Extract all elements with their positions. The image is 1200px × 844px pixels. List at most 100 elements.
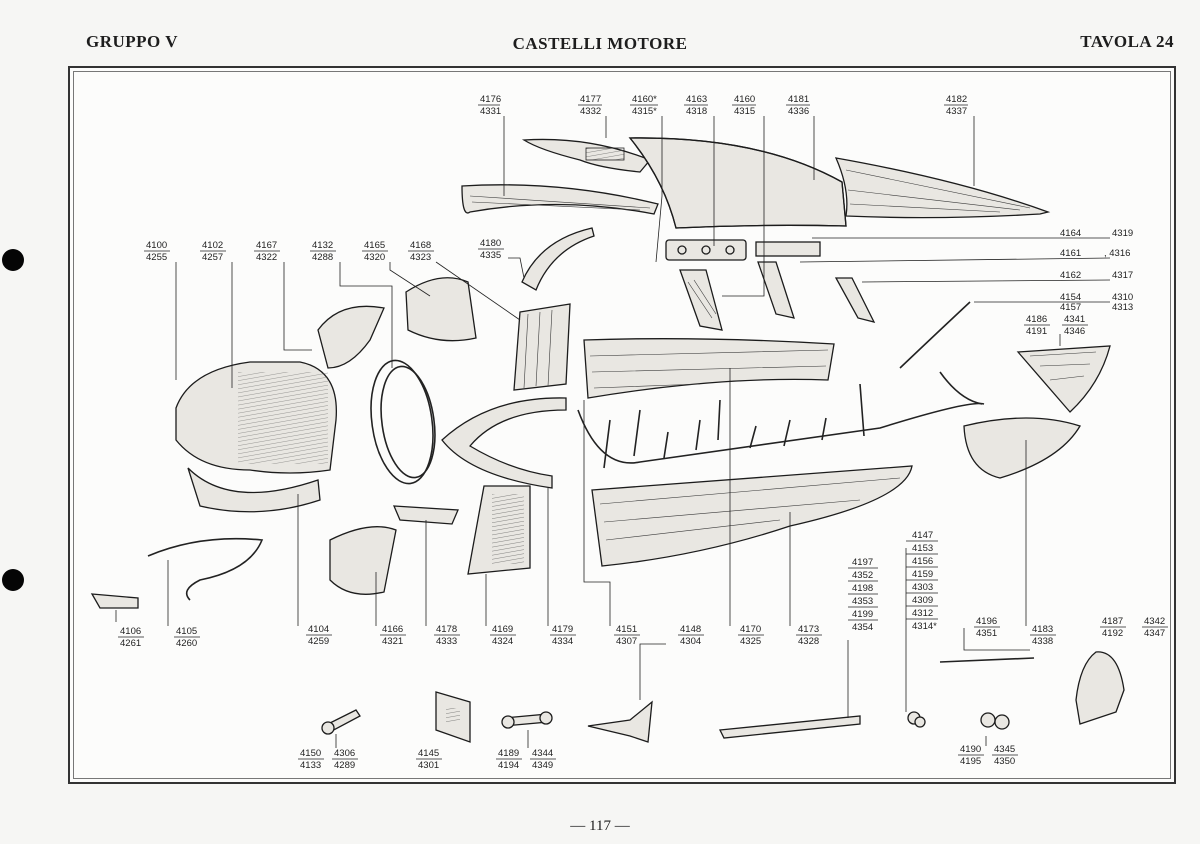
svg-text:4198: 4198 [852, 583, 873, 594]
stack-4197: 4197 4352 4198 4353 4199 4354 [848, 557, 878, 633]
upper-cowl-left [461, 184, 659, 215]
small-latch-4106 [90, 593, 139, 609]
svg-text:4153: 4153 [912, 543, 933, 554]
svg-text:4160*: 4160* [632, 94, 657, 105]
svg-text:4260: 4260 [176, 638, 197, 649]
svg-text:4352: 4352 [852, 570, 873, 581]
clip-4147 [907, 711, 926, 728]
svg-text:4186: 4186 [1026, 314, 1047, 325]
fastener-4150 [321, 709, 361, 735]
svg-text:4196: 4196 [976, 616, 997, 627]
svg-text:4255: 4255 [146, 252, 167, 263]
svg-text:4183: 4183 [1032, 624, 1053, 635]
svg-text:4347: 4347 [1144, 628, 1165, 639]
svg-text:4166: 4166 [382, 624, 403, 635]
svg-text:4192: 4192 [1102, 628, 1123, 639]
svg-text:4148: 4148 [680, 624, 701, 635]
svg-text:4306: 4306 [334, 748, 355, 759]
svg-text:4324: 4324 [492, 636, 513, 647]
svg-text:4331: 4331 [480, 106, 501, 117]
nose-ring-cowl [175, 361, 338, 513]
svg-text:4105: 4105 [176, 626, 197, 637]
svg-text:4169: 4169 [492, 624, 513, 635]
svg-text:4301: 4301 [418, 760, 439, 771]
hinge-panel-4169 [467, 485, 531, 575]
svg-text:4170: 4170 [740, 624, 761, 635]
svg-text:4151: 4151 [616, 624, 637, 635]
svg-text:4349: 4349 [532, 760, 553, 771]
stack-4147: 4147 4153 4156 4159 4303 4309 4312 4314* [906, 530, 938, 632]
svg-text:4162: 4162 [1060, 270, 1081, 281]
binder-hole-top [2, 249, 24, 271]
svg-text:4338: 4338 [1032, 636, 1053, 647]
curved-panel-4180 [513, 303, 571, 391]
svg-text:4323: 4323 [410, 252, 431, 263]
svg-text:4157: 4157 [1060, 302, 1081, 313]
strip-4197 [718, 715, 861, 739]
svg-text:4303: 4303 [912, 582, 933, 593]
svg-text:4307: 4307 [616, 636, 637, 647]
svg-text:4164: 4164 [1060, 228, 1081, 239]
svg-text:4191: 4191 [1026, 326, 1047, 337]
svg-text:4154: 4154 [1060, 292, 1081, 303]
svg-text:4320: 4320 [364, 252, 385, 263]
svg-text:4259: 4259 [308, 636, 329, 647]
leader-lines [115, 116, 1111, 748]
svg-text:4181: 4181 [788, 94, 809, 105]
svg-text:4176: 4176 [480, 94, 501, 105]
svg-text:4161: 4161 [1060, 248, 1081, 259]
svg-text:4353: 4353 [852, 596, 873, 607]
svg-text:4344: 4344 [532, 748, 553, 759]
svg-text:4314*: 4314* [912, 621, 937, 632]
corner-panel-4166 [329, 526, 397, 595]
svg-text:4167: 4167 [256, 240, 277, 251]
svg-text:4145: 4145 [418, 748, 439, 759]
svg-text:4288: 4288 [312, 252, 333, 263]
svg-text:4315*: 4315* [632, 106, 657, 117]
stud-4190 [980, 712, 1010, 730]
bracket-4145 [435, 691, 471, 743]
upper-cowl-nose [834, 157, 1051, 219]
svg-text:4350: 4350 [994, 756, 1015, 767]
svg-text:4261: 4261 [120, 638, 141, 649]
grille-plate-4178 [392, 505, 459, 525]
louvre-cover-b [757, 261, 795, 319]
svg-text:4257: 4257 [202, 252, 223, 263]
svg-text:4289: 4289 [334, 760, 355, 771]
svg-text:4345: 4345 [994, 744, 1015, 755]
svg-text:4337: 4337 [946, 106, 967, 117]
svg-text:4106: 4106 [120, 626, 141, 637]
svg-text:4312: 4312 [912, 608, 933, 619]
svg-text:4354: 4354 [852, 622, 873, 633]
svg-text:4102: 4102 [202, 240, 223, 251]
svg-text:4190: 4190 [960, 744, 981, 755]
